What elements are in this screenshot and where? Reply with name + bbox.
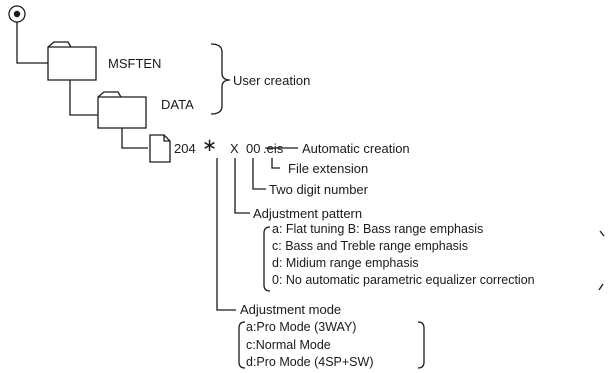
pattern-options-brace	[263, 226, 271, 292]
pattern-option-a: a: Flat tuning B: Bass range emphasis	[272, 222, 484, 236]
user-creation-label: User creation	[233, 73, 311, 88]
mode-option-c: c:Normal Mode	[246, 338, 331, 352]
filename-pattern-char: X	[230, 141, 239, 156]
filename-extension: .eis	[263, 141, 284, 156]
file-extension-label: File extension	[288, 161, 369, 176]
automatic-creation-label: Automatic creation	[302, 141, 410, 156]
filename-prefix: 204	[174, 141, 196, 156]
mode-options-brace	[238, 321, 246, 369]
filename-connector-lines	[216, 158, 280, 311]
file-icon	[149, 134, 171, 163]
filename-wildcard: ∗	[202, 135, 218, 155]
pattern-option-d: d: Midium range emphasis	[272, 256, 419, 270]
pattern-options-edge-mark-bottom	[598, 283, 604, 291]
mode-option-a: a:Pro Mode (3WAY)	[246, 320, 357, 334]
tree-connector-lines	[16, 22, 148, 149]
user-creation-brace	[210, 43, 231, 115]
folder-msften-label: MSFTEN	[108, 56, 162, 71]
drive-root-icon	[8, 5, 26, 23]
filename-digits: 00	[246, 141, 261, 156]
mode-options-brace-right	[417, 321, 425, 369]
folder-data-icon	[97, 91, 147, 129]
adjustment-pattern-label: Adjustment pattern	[253, 206, 363, 221]
pattern-option-0: 0: No automatic parametric equalizer cor…	[272, 273, 535, 287]
two-digit-number-label: Two digit number	[269, 182, 368, 197]
folder-data-label: DATA	[161, 97, 194, 112]
folder-msften-icon	[47, 41, 97, 81]
adjustment-mode-label: Adjustment mode	[240, 302, 342, 317]
mode-option-d: d:Pro Mode (4SP+SW)	[246, 355, 374, 369]
pattern-options-edge-mark	[599, 230, 605, 237]
pattern-option-c: c: Bass and Treble range emphasis	[272, 239, 468, 253]
